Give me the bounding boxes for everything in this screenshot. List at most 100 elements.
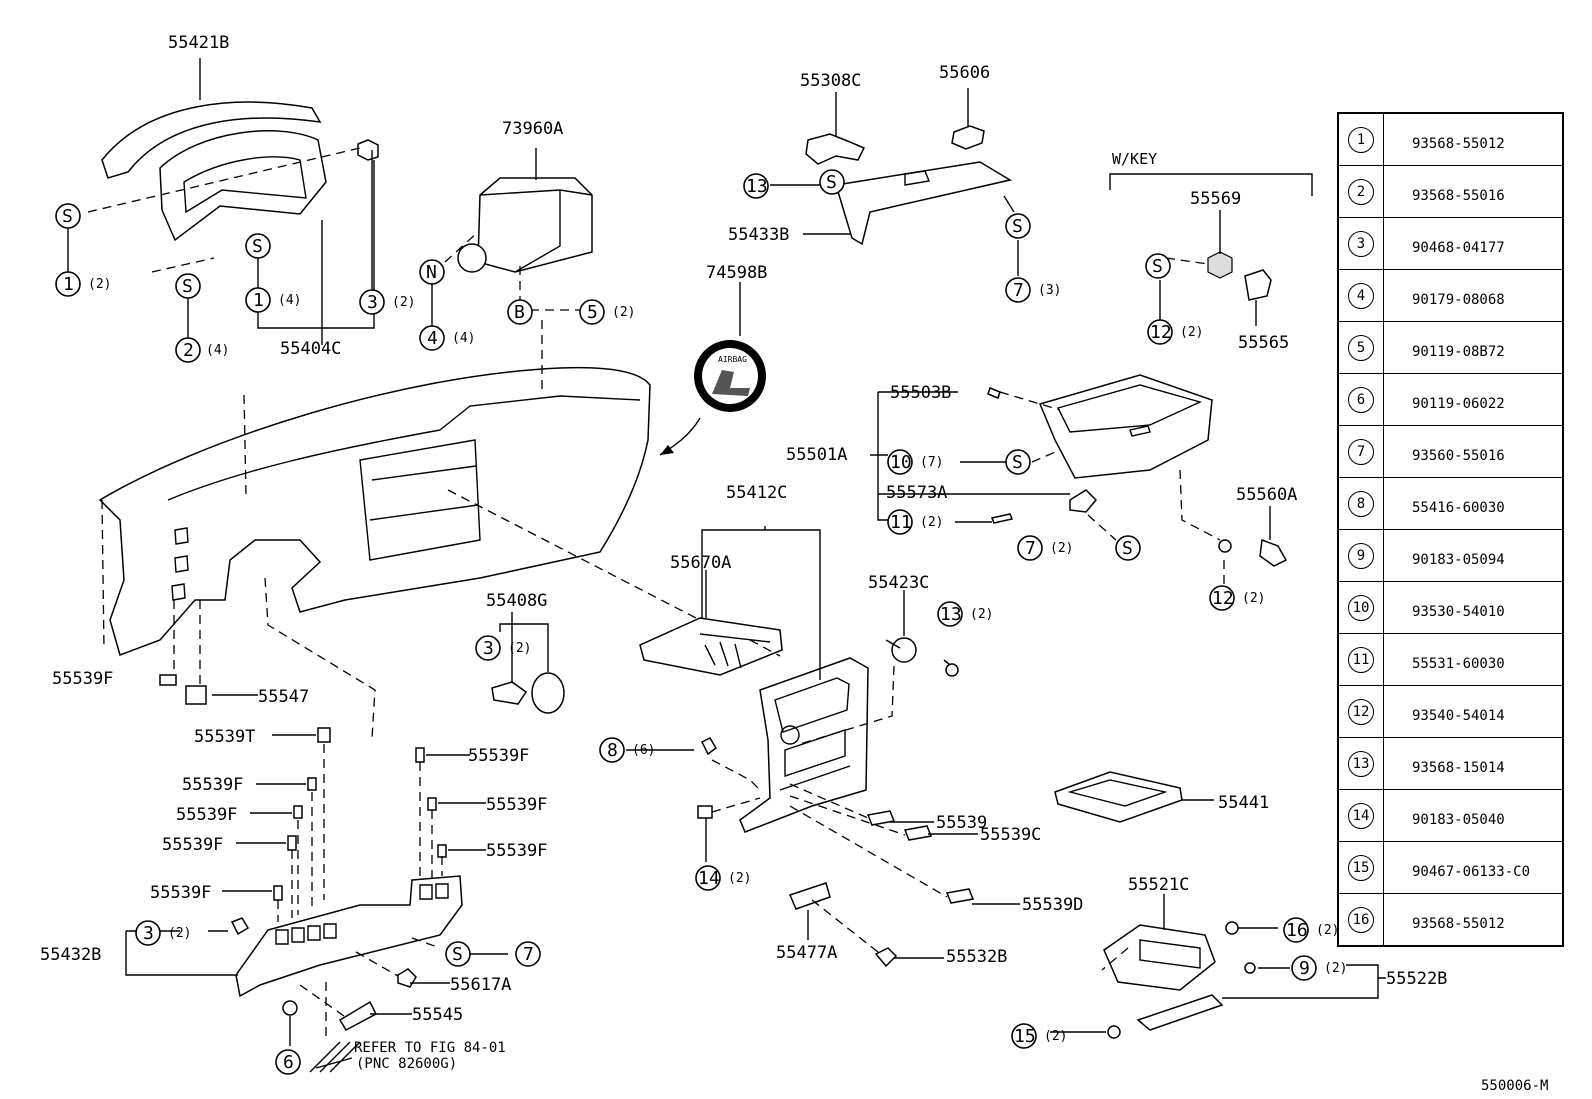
callout-ref-3: 3 [359, 289, 385, 315]
label-refer-fig: REFER TO FIG 84-01 [354, 1040, 506, 1056]
legend-key: 14 [1338, 789, 1384, 842]
part-55423C-drawing [891, 637, 917, 663]
part-55521C-drawing [1103, 924, 1216, 991]
callout-ref-2: 2 [175, 337, 201, 363]
label-55432B: 55432B [40, 945, 101, 965]
part-55421B-drawing [101, 101, 322, 179]
part-55539C-drawing [903, 825, 933, 841]
svg-text:12: 12 [1150, 322, 1172, 343]
svg-text:S: S [182, 276, 193, 297]
legend-part-number: 93568-55016 [1383, 165, 1563, 218]
qty-7-top: (3) [1038, 283, 1061, 298]
qty-1-b: (4) [278, 293, 301, 308]
callout-s-9: S [445, 941, 471, 967]
legend-part-number: 93568-55012 [1383, 113, 1563, 166]
label-55606: 55606 [939, 63, 990, 83]
part-55433B-drawing [835, 161, 1012, 246]
legend-key-circle: 11 [1348, 646, 1374, 673]
label-55404C: 55404C [280, 339, 341, 359]
label-55501A: 55501A [786, 445, 847, 465]
label-55539F-e: 55539F [468, 746, 529, 766]
callout-s-8: S [1115, 535, 1141, 561]
qty-3-top: (2) [392, 295, 415, 310]
svg-text:3: 3 [143, 923, 154, 944]
legend-key-circle: 9 [1348, 542, 1374, 569]
part-55408G-drawing [491, 681, 528, 705]
qty-1-left: (2) [88, 277, 111, 292]
qty-3-mid: (2) [508, 641, 531, 656]
part-55412C-drawing [739, 657, 869, 833]
callout-s-5: S [1005, 213, 1031, 239]
part-55539-drawing [866, 810, 896, 826]
label-55539F-left: 55539F [52, 669, 113, 689]
part-clip-drawing [357, 139, 379, 161]
svg-text:S: S [1012, 216, 1023, 237]
qty-5: (2) [612, 305, 635, 320]
callout-ref-1: 1 [55, 271, 81, 297]
callout-n: N [419, 259, 445, 285]
callout-s-3: S [245, 233, 271, 259]
legend-part-number: 93530-54010 [1383, 581, 1563, 634]
label-w-key: W/KEY [1112, 150, 1157, 168]
qty-3-low: (2) [168, 926, 191, 941]
part-55539D-drawing [945, 888, 975, 904]
label-55477A: 55477A [776, 943, 837, 963]
label-55539D: 55539D [1022, 895, 1083, 915]
callout-ref-1-b: 1 [245, 287, 271, 313]
part-55441-drawing [1054, 771, 1183, 823]
label-55545: 55545 [412, 1005, 463, 1025]
qty-13-mid: (2) [970, 607, 993, 622]
legend-key-circle: 5 [1348, 334, 1374, 361]
legend-key-circle: 6 [1348, 386, 1374, 413]
label-55539F-g: 55539F [486, 841, 547, 861]
legend-key-circle: 15 [1348, 854, 1374, 881]
label-55539: 55539 [936, 813, 987, 833]
airbag-warning-label: AIRBAG [694, 340, 766, 412]
part-55308C-drawing [805, 133, 866, 165]
legend-part-number: 90183-05094 [1383, 529, 1563, 582]
svg-text:7: 7 [1025, 538, 1036, 559]
label-73960A: 73960A [502, 119, 563, 139]
legend-key-circle: 14 [1348, 802, 1374, 829]
callout-ref-7-mid: 7 [1017, 535, 1043, 561]
callout-ref-9: 9 [1291, 955, 1317, 981]
qty-12-mid: (2) [1242, 591, 1265, 606]
legend-row: 11 55531-60030 [1338, 633, 1563, 686]
part-55532B-drawing [874, 947, 898, 968]
svg-text:5: 5 [587, 302, 598, 323]
legend-key: 12 [1338, 685, 1384, 738]
legend-key: 16 [1338, 893, 1384, 947]
label-55539F-c: 55539F [162, 835, 223, 855]
qty-7-mid: (2) [1050, 541, 1073, 556]
legend-part-number: 90119-06022 [1383, 373, 1563, 426]
legend-key: 6 [1338, 373, 1384, 426]
legend-key: 10 [1338, 581, 1384, 634]
callout-ref-7-top: 7 [1005, 277, 1031, 303]
svg-text:3: 3 [367, 292, 378, 313]
legend-part-number: 55531-60030 [1383, 633, 1563, 686]
label-55573A: 55573A [886, 483, 947, 503]
legend-key-circle: 7 [1348, 438, 1374, 465]
legend-key: 2 [1338, 165, 1384, 218]
callout-s-7: S [1005, 449, 1031, 475]
svg-text:B: B [514, 302, 525, 323]
part-55477A-drawing [788, 882, 831, 910]
legend-key-circle: 16 [1348, 906, 1374, 933]
svg-text:10: 10 [890, 452, 912, 473]
svg-text:S: S [1152, 256, 1163, 277]
svg-text:6: 6 [283, 1052, 294, 1073]
svg-text:1: 1 [253, 290, 264, 311]
label-55539T: 55539T [194, 727, 255, 747]
label-55503B: 55503B [890, 383, 951, 403]
callout-ref-4: 4 [419, 325, 445, 351]
